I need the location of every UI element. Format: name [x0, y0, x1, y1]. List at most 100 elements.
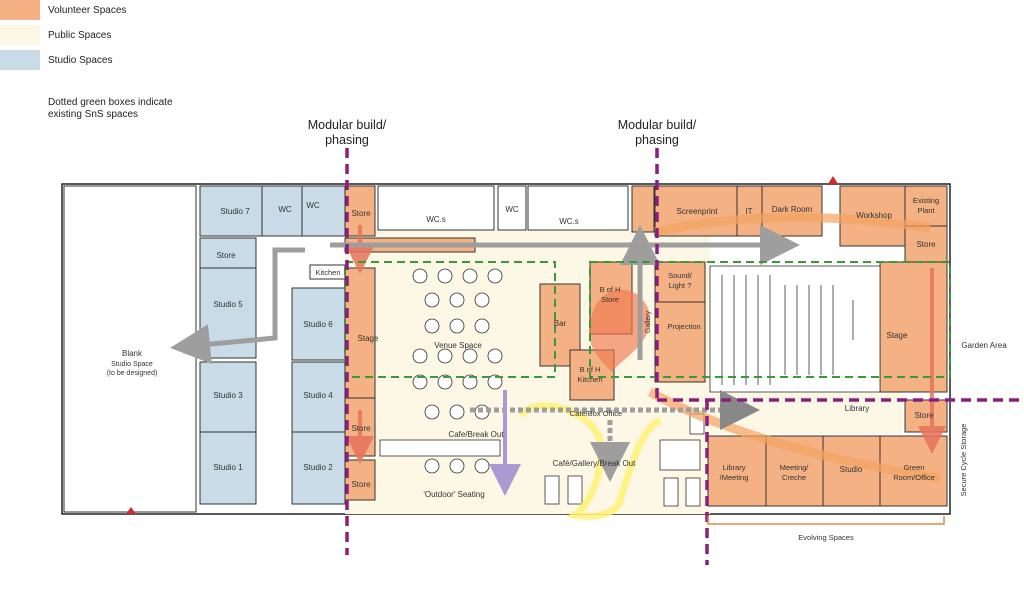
label-wc1: WC: [278, 205, 292, 214]
existing-spaces-note: Dotted green boxes indicate existing SnS…: [48, 97, 173, 120]
label-studio3: Studio 3: [213, 391, 243, 400]
legend-swatch-volunteer: [0, 0, 40, 20]
studio-room: [822, 435, 881, 507]
label-store-top: Store: [351, 209, 371, 218]
label-workshop: Workshop: [856, 211, 892, 220]
label-stage-left: Stage: [358, 334, 379, 343]
label-bofh-store-1: B of H: [600, 285, 621, 294]
label-library: Library: [845, 404, 869, 413]
phasing-label-left: Modular build/ phasing: [307, 118, 387, 147]
label-gallery: Gallery: [645, 310, 652, 333]
entrance-marker-left: [126, 507, 136, 514]
label-outdoor: 'Outdoor' Seating: [423, 490, 484, 499]
label-bar: Bar: [554, 319, 567, 328]
label-green-room-1: Green: [904, 463, 925, 472]
wc-2-room: [301, 185, 346, 237]
small-store-room: [631, 185, 655, 233]
auditorium-seating: [709, 265, 881, 393]
legend-public: Public Spaces: [0, 25, 111, 45]
label-existing-plant-1: Existing: [913, 196, 939, 205]
label-blank-2: Studio Space: [111, 361, 153, 368]
label-garden: Garden Area: [961, 341, 1007, 350]
bofh-highlight: [589, 289, 650, 372]
projection-room: [654, 301, 706, 383]
phasing-lines: [345, 148, 1020, 565]
label-blank-3: (to be designed): [107, 370, 158, 377]
label-bofh-kitchen-1: B of H: [580, 365, 601, 374]
label-store-bottom: Store: [351, 480, 371, 489]
venue-tables: [412, 268, 503, 474]
wcs-2-room: [527, 185, 629, 231]
studio-block: [199, 185, 346, 505]
label-wcs-1: WC.s: [426, 215, 446, 224]
label-meeting-2: Creche: [782, 473, 806, 482]
label-wc2: WC: [306, 201, 320, 210]
label-evolving: Evolving Spaces: [798, 533, 854, 542]
label-studio7: Studio 7: [220, 207, 250, 216]
label-blank-1: Blank: [122, 349, 143, 358]
legend-label-volunteer: Volunteer Spaces: [48, 4, 127, 16]
label-sound-2: Light ?: [669, 281, 692, 290]
existing-plant-room: [904, 185, 948, 227]
label-wc3: WC: [505, 205, 519, 214]
label-studio6: Studio 6: [303, 320, 333, 329]
label-dark-room: Dark Room: [772, 205, 813, 214]
store-right1-room: [904, 225, 948, 263]
label-wcs-2: WC.s: [559, 217, 579, 226]
studio-3-room: [199, 361, 257, 433]
label-store-a: Store: [216, 251, 236, 260]
flow-arrow-bottom: [647, 388, 941, 483]
entrance-marker-top: [828, 176, 838, 184]
label-library-meeting-1: Library: [723, 463, 746, 472]
legend-label-public: Public Spaces: [48, 29, 112, 41]
wcs-1-room: [377, 185, 495, 231]
label-cafe-box-office: Cafe/Box Office: [570, 409, 622, 418]
label-library-meeting-2: /Meeting: [720, 473, 749, 482]
store-bottom-room: [344, 459, 376, 501]
label-studio1: Studio 1: [213, 463, 243, 472]
label-meeting-1: Meeting/: [780, 463, 810, 472]
label-sound-1: Sound/: [668, 271, 693, 280]
label-green-room-2: Room/Office: [893, 473, 935, 482]
label-stage-right: Stage: [887, 331, 908, 340]
library-meeting-room: [707, 435, 767, 507]
public-area: [345, 230, 710, 514]
label-store-mid: Store: [351, 424, 371, 433]
circulation-grey: [170, 225, 800, 482]
label-store-right2: Store: [914, 411, 934, 420]
legend-label-studio: Studio Spaces: [48, 54, 113, 66]
label-store-right1: Store: [916, 240, 936, 249]
label-projection: Projection: [667, 322, 700, 331]
label-existing-plant-2: Plant: [917, 206, 935, 215]
studio-7-room: [199, 185, 263, 237]
label-venue: Venue Space: [434, 341, 482, 350]
label-screenprint: Screenprint: [677, 207, 719, 216]
existing-sns-outlines: [344, 261, 951, 378]
label-studio4: Studio 4: [303, 391, 333, 400]
legend-swatch-studio: [0, 50, 40, 70]
label-cycle: Secure Cycle Storage: [959, 424, 968, 497]
evolving-bracket: [707, 516, 945, 525]
legend-studio: Studio Spaces: [0, 50, 113, 70]
stage-left-room: [344, 267, 376, 399]
label-it: IT: [745, 207, 752, 216]
label-kitchen: Kitchen: [315, 268, 340, 277]
wc-3-room: [497, 185, 527, 231]
flow-arrow-top: [654, 213, 931, 237]
cafe-benches: [379, 413, 705, 507]
label-studio: Studio: [840, 465, 863, 474]
stage-right-room: [879, 261, 948, 393]
studio-2-room: [291, 431, 346, 505]
label-bofh-store-2: Store: [601, 295, 619, 304]
label-bofh-kitchen-2: Kitchen: [577, 375, 602, 384]
phasing-label-right: Modular build/ phasing: [617, 118, 697, 147]
legend-swatch-public: [0, 25, 40, 45]
legend-volunteer: Volunteer Spaces: [0, 0, 126, 20]
label-cafe-gallery: Café/Gallery/Break Out: [553, 459, 636, 468]
label-cafe-breakout: Cafe/Break Out: [448, 430, 504, 439]
store-a-room: [199, 237, 257, 269]
label-studio5: Studio 5: [213, 300, 243, 309]
label-studio2: Studio 2: [303, 463, 333, 472]
studio-1-room: [199, 431, 257, 505]
